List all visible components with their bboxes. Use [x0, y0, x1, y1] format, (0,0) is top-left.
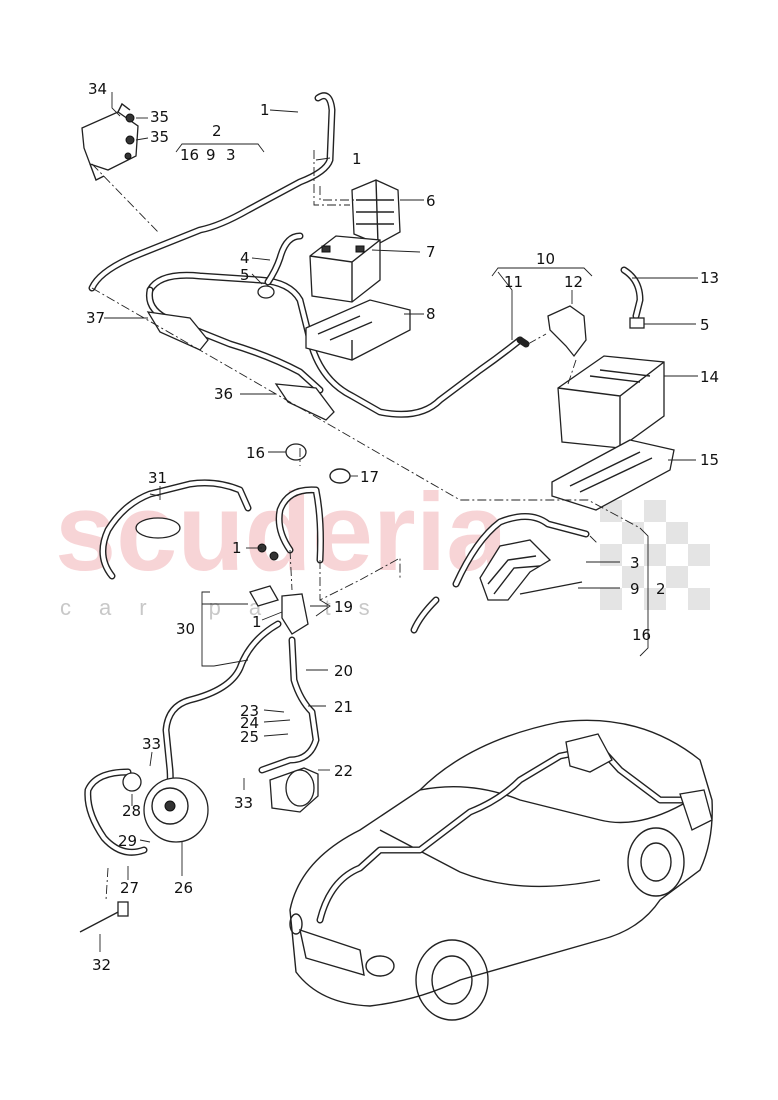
- callout-35: 35: [150, 128, 169, 146]
- callout-5: 5: [700, 316, 710, 334]
- callout-9: 9: [630, 580, 640, 598]
- callout-7: 7: [426, 243, 436, 261]
- car-illustration: [289, 719, 713, 1021]
- cable-21: [258, 636, 320, 774]
- callout-16: 16: [632, 626, 651, 644]
- callout-24: 24: [240, 714, 259, 732]
- callout-15: 15: [700, 451, 719, 469]
- starter-22: [269, 767, 319, 813]
- callout-6: 6: [426, 192, 436, 210]
- callout-26: 26: [174, 879, 193, 897]
- callout-37: 37: [86, 309, 105, 327]
- callout-29: 29: [118, 832, 137, 850]
- tie-9: [519, 581, 583, 595]
- callout-14: 14: [700, 368, 719, 386]
- watermark-tagline: car parts: [60, 595, 398, 620]
- callout-35: 35: [150, 108, 169, 126]
- callout-4: 4: [240, 249, 250, 267]
- cable-11: [516, 336, 530, 348]
- bolt-32: [79, 901, 129, 933]
- cable-3: [452, 513, 590, 601]
- bracket-12: [547, 305, 587, 358]
- bracket-34: [81, 102, 139, 181]
- battery-cable-2: [88, 92, 524, 418]
- fuse-box-6: [351, 179, 401, 245]
- callout-31: 31: [148, 469, 167, 487]
- callout-27: 27: [120, 879, 139, 897]
- callout-16: 16: [180, 146, 199, 164]
- cable-16: [410, 596, 440, 634]
- callout-10: 10: [536, 250, 555, 268]
- battery-tray-15: [551, 439, 675, 511]
- callout-2: 2: [212, 122, 222, 140]
- callout-21: 21: [334, 698, 353, 716]
- battery-7: [309, 235, 381, 303]
- callout-11: 11: [504, 273, 523, 291]
- callout-33: 33: [234, 794, 253, 812]
- battery-tray-8: [305, 299, 411, 361]
- callout-9: 9: [206, 146, 216, 164]
- cable-31: [99, 479, 252, 580]
- junction-30: [249, 585, 309, 635]
- callout-1: 1: [352, 150, 362, 168]
- callout-22: 22: [334, 762, 353, 780]
- callout-32: 32: [92, 956, 111, 974]
- callout-36: 36: [214, 385, 233, 403]
- callout-33: 33: [142, 735, 161, 753]
- battery-14: [557, 355, 665, 449]
- callout-3: 3: [226, 146, 236, 164]
- callout-23: 23: [240, 702, 259, 720]
- leader-lines: [99, 92, 698, 952]
- watermark: scuderia car parts: [55, 471, 710, 620]
- callout-3: 3: [630, 554, 640, 572]
- callout-1: 1: [260, 101, 270, 119]
- callout-8: 8: [426, 305, 436, 323]
- callout-2: 2: [656, 580, 666, 598]
- callout-20: 20: [334, 662, 353, 680]
- cable-13: [620, 266, 645, 329]
- callout-1: 1: [252, 613, 262, 631]
- cap-16: [285, 443, 307, 461]
- callout-labels: 34 35 35 2 16 9 3 1 1 6 7 4 5 8 37 10 11…: [86, 80, 719, 974]
- callout-5: 5: [240, 266, 250, 284]
- callout-28: 28: [122, 802, 141, 820]
- group-brackets: [175, 143, 649, 667]
- checkered-flag-icon: [600, 500, 710, 610]
- callout-34: 34: [88, 80, 107, 98]
- holder-37: [146, 311, 209, 351]
- callout-17: 17: [360, 468, 379, 486]
- callout-16: 16: [246, 444, 265, 462]
- callout-19: 19: [334, 598, 353, 616]
- cable-4: [257, 232, 304, 299]
- callout-13: 13: [700, 269, 719, 287]
- alternator-26: [143, 777, 209, 843]
- holder-36: [274, 383, 335, 421]
- callout-12: 12: [564, 273, 583, 291]
- callout-1: 1: [232, 539, 242, 557]
- callout-30: 30: [176, 620, 195, 638]
- cable-27: [84, 768, 148, 856]
- cable-center: [257, 486, 324, 564]
- callout-25: 25: [240, 728, 259, 746]
